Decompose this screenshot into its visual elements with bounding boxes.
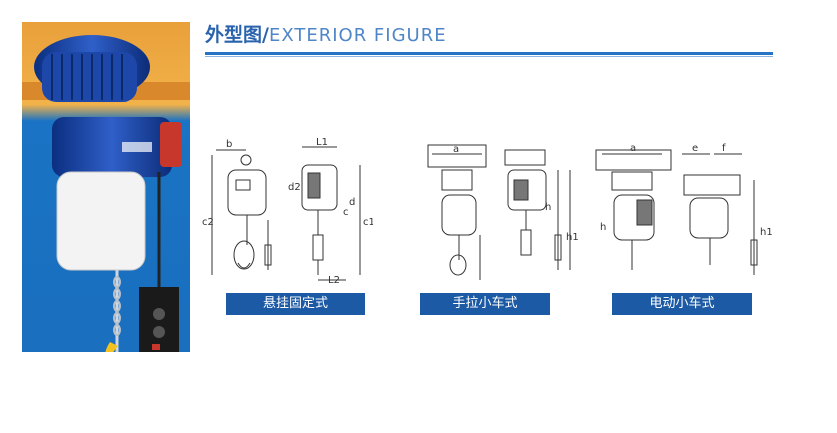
title-separator: / — [262, 24, 269, 46]
dim-c1: c1 — [363, 217, 373, 228]
dim-h: h — [545, 202, 551, 213]
manual-trolley-drawing: a h h1 — [427, 144, 579, 280]
caption-manual-trolley: 手拉小车式 — [420, 293, 550, 315]
header-rule — [205, 52, 773, 55]
caption-fixed: 悬挂固定式 — [226, 293, 365, 315]
product-photo — [22, 22, 190, 352]
title-chinese: 外型图 — [205, 24, 263, 46]
caption-electric-trolley: 电动小车式 — [612, 293, 752, 315]
title-english: EXTERIOR FIGURE — [268, 25, 447, 46]
dim-c: c — [343, 207, 349, 218]
electric-trolley-drawing: a h e f h1 — [595, 143, 773, 275]
page-header: 外型图/EXTERIOR FIGURE — [205, 20, 775, 60]
figure-manual-trolley: a h h1 — [420, 140, 580, 289]
figure-electric-trolley: a h e f h1 — [592, 140, 773, 289]
dim-a-electric: a — [630, 143, 636, 154]
dim-d: d — [349, 197, 355, 208]
header-rule-thin — [205, 56, 773, 57]
dim-f: f — [722, 143, 726, 154]
hoist-illustration — [22, 22, 190, 352]
dim-h-electric: h — [600, 222, 606, 233]
dim-c2: c2 — [202, 217, 214, 228]
fixed-drawing: b c2 L1 d2 d c c1 L2 — [202, 137, 375, 286]
figure-fixed: b c2 L1 d2 d c c1 L2 — [198, 135, 375, 289]
dim-l2: L2 — [328, 275, 340, 285]
dim-l1: L1 — [316, 137, 328, 148]
dim-h1-electric: h1 — [760, 227, 772, 238]
dim-a: a — [453, 144, 459, 155]
dim-d2: d2 — [288, 182, 301, 193]
dim-b: b — [226, 139, 232, 150]
dim-e: e — [692, 143, 698, 154]
dim-h1: h1 — [566, 232, 579, 243]
